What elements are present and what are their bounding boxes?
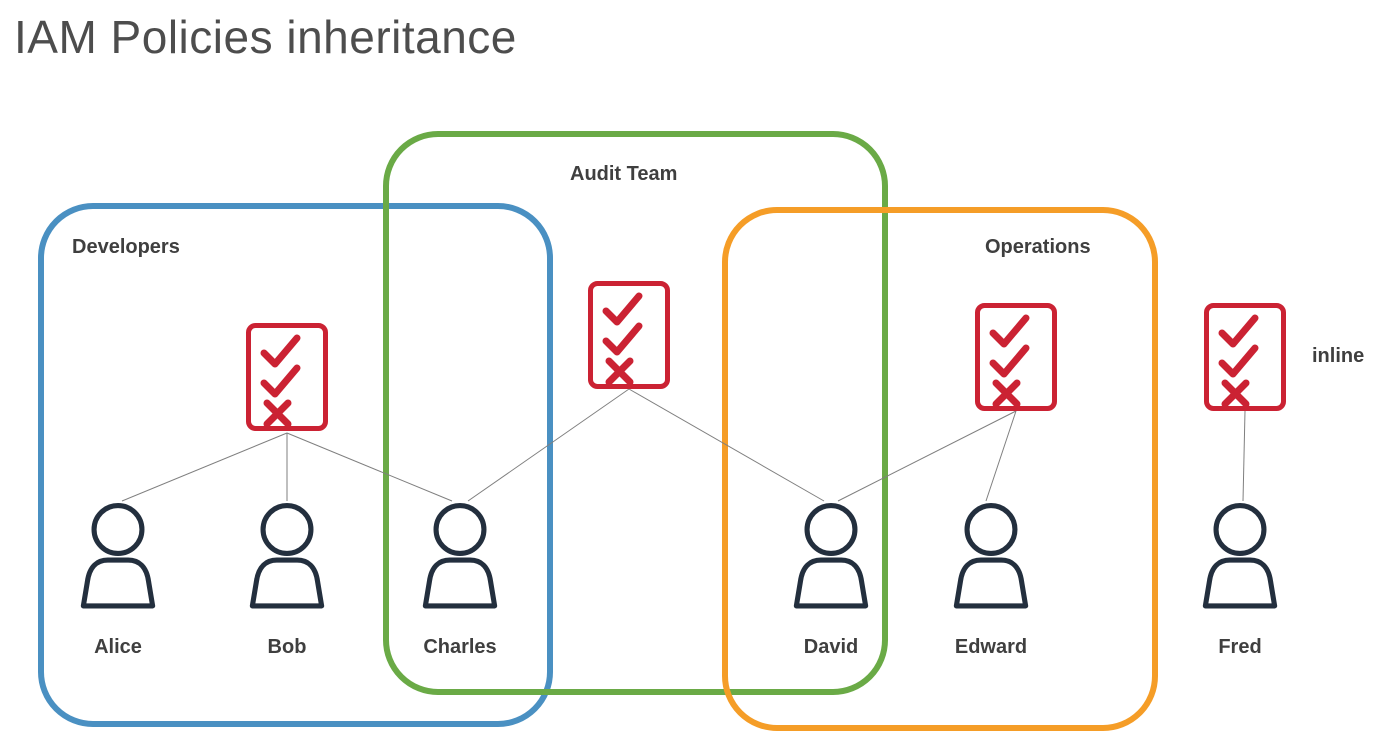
connector-audit-policy-charles xyxy=(467,388,630,502)
group-label-developers: Developers xyxy=(72,236,180,258)
user-alice: Alice xyxy=(48,502,188,659)
person-icon xyxy=(785,502,877,610)
user-fred: Fred xyxy=(1170,502,1310,659)
inline-policy-label: inline xyxy=(1312,345,1365,367)
policy-checklist-icon-audit-team xyxy=(587,280,671,390)
policy-checklist-icon-developers xyxy=(245,322,329,432)
group-boundary-developers xyxy=(38,203,553,727)
page-title: IAM Policies inheritance xyxy=(14,11,517,63)
user-name-fred: Fred xyxy=(1218,636,1262,658)
connector-developers-policy-alice xyxy=(121,432,288,502)
policy-checklist-icon-inline xyxy=(1203,302,1287,412)
person-icon xyxy=(1194,502,1286,610)
connector-audit-policy-david xyxy=(628,388,825,502)
connector-inline-policy-fred xyxy=(1242,410,1246,502)
person-icon xyxy=(945,502,1037,610)
group-boundary-operations xyxy=(722,207,1158,731)
user-name-bob: Bob xyxy=(267,636,307,658)
user-edward: Edward xyxy=(921,502,1061,659)
user-name-alice: Alice xyxy=(94,636,142,658)
user-bob: Bob xyxy=(217,502,357,659)
user-charles: Charles xyxy=(390,502,530,659)
person-icon xyxy=(72,502,164,610)
group-label-audit-team: Audit Team xyxy=(570,163,678,185)
connector-operations-policy-david xyxy=(837,410,1017,502)
person-icon xyxy=(241,502,333,610)
connector-operations-policy-edward xyxy=(985,410,1017,502)
person-icon xyxy=(414,502,506,610)
group-label-operations: Operations xyxy=(985,236,1091,258)
connector-developers-policy-charles xyxy=(286,432,453,502)
user-name-charles: Charles xyxy=(423,636,497,658)
group-boundary-audit-team xyxy=(383,131,888,695)
user-name-edward: Edward xyxy=(954,636,1028,658)
user-name-david: David xyxy=(803,636,859,658)
policy-checklist-icon-operations xyxy=(974,302,1058,412)
user-david: David xyxy=(761,502,901,659)
